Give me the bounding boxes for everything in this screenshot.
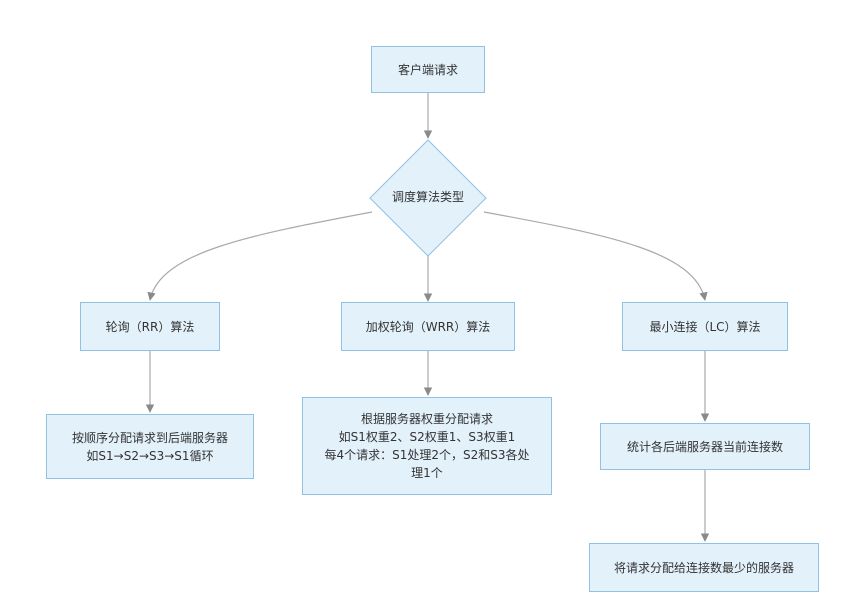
lc-next-text: 将请求分配给连接数最少的服务器 xyxy=(613,560,794,575)
rr-detail-node: 按顺序分配请求到后端服务器 如S1→S2→S3→S1循环 xyxy=(46,414,254,479)
edge-decision-to-lc xyxy=(483,211,708,301)
rr-algorithm-label: 轮询（RR）算法 xyxy=(105,319,195,334)
wrr-detail-node: 根据服务器权重分配请求 如S1权重2、S2权重1、S3权重1 每4个请求：S1处… xyxy=(302,397,552,495)
lc-next-node: 将请求分配给连接数最少的服务器 xyxy=(589,543,819,592)
wrr-detail-text: 根据服务器权重分配请求 如S1权重2、S2权重1、S3权重1 每4个请求：S1处… xyxy=(324,412,530,480)
lc-algorithm-node: 最小连接（LC）算法 xyxy=(622,302,788,351)
rr-algorithm-node: 轮询（RR）算法 xyxy=(80,302,220,351)
start-node-label: 客户端请求 xyxy=(397,62,458,77)
decision-label: 调度算法类型 xyxy=(391,190,464,204)
edge-decision-to-rr xyxy=(147,211,373,301)
lc-detail-node: 统计各后端服务器当前连接数 xyxy=(600,423,810,470)
lc-detail-text: 统计各后端服务器当前连接数 xyxy=(626,439,783,454)
decision-diamond xyxy=(369,139,487,257)
wrr-algorithm-label: 加权轮询（WRR）算法 xyxy=(365,319,491,334)
lc-algorithm-label: 最小连接（LC）算法 xyxy=(649,319,761,334)
wrr-algorithm-node: 加权轮询（WRR）算法 xyxy=(341,302,515,351)
rr-detail-text: 按顺序分配请求到后端服务器 如S1→S2→S3→S1循环 xyxy=(71,430,228,463)
start-node: 客户端请求 xyxy=(371,46,485,93)
